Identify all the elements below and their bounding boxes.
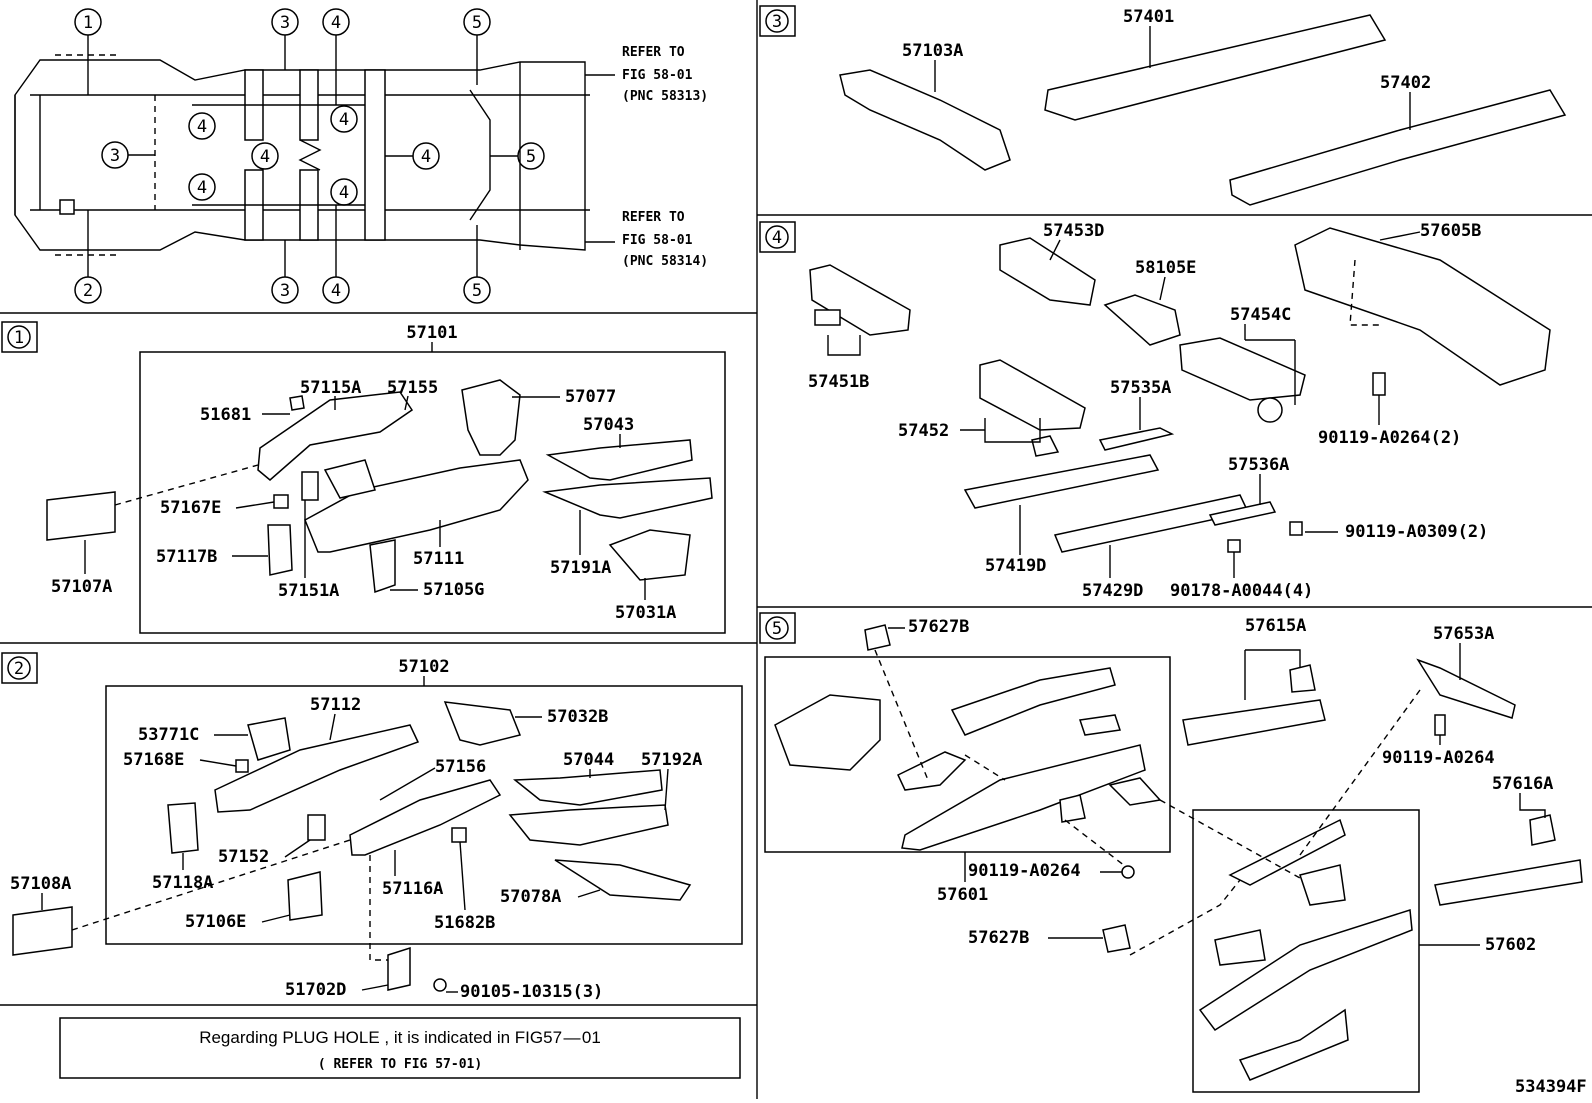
part-label: 57108A <box>10 874 71 894</box>
part-label: 57191A <box>550 558 611 578</box>
part-label: 57078A <box>500 887 561 907</box>
overview-markers: 1 2 3 3 3 4 4 4 4 4 4 4 4 5 5 5 <box>74 8 545 304</box>
marker-4-top: 4 <box>331 13 341 33</box>
overview-diagram <box>14 54 590 256</box>
refer-line-3: (PNC 58314) <box>622 254 708 269</box>
part-label: 57454C <box>1230 305 1291 325</box>
section-4: 4 57453D 57605B 58105E 57454C 57451B 575… <box>759 221 1551 601</box>
refer-line-1: REFER TO <box>622 210 685 225</box>
part-label: 57451B <box>808 372 869 392</box>
part-label: 57152 <box>218 847 269 867</box>
marker-3-bottom: 3 <box>280 281 290 301</box>
refer-line-3: (PNC 58313) <box>622 89 708 104</box>
part-label: 57103A <box>902 41 963 61</box>
note-line-1: Regarding PLUG HOLE , it is indicated in… <box>199 1028 601 1047</box>
part-label: 57111 <box>413 549 464 569</box>
part-label: 90119-A0264 <box>968 861 1081 881</box>
part-label: 57615A <box>1245 616 1306 636</box>
part-label: 57167E <box>160 498 221 518</box>
figure-id: 534394F <box>1515 1077 1587 1097</box>
part-label: 57118A <box>152 873 213 893</box>
part-label: 57653A <box>1433 624 1494 644</box>
marker-5-right: 5 <box>526 147 536 167</box>
marker-4-f: 4 <box>421 147 431 167</box>
part-label: 57151A <box>278 581 339 601</box>
refer-note-top: REFER TO FIG 58-01 (PNC 58313) <box>585 45 708 104</box>
part-label: 58105E <box>1135 258 1196 278</box>
part-label: 57616A <box>1492 774 1553 794</box>
part-label: 90178-A0044(4) <box>1170 581 1313 601</box>
part-label: 57117B <box>156 547 217 567</box>
part-label: 57115A <box>300 378 361 398</box>
part-label: 57105G <box>423 580 484 600</box>
marker-4-bottom: 4 <box>331 281 341 301</box>
part-label: 90119-A0264 <box>1382 748 1495 768</box>
part-label: 57168E <box>123 750 184 770</box>
marker-5-bottom: 5 <box>472 281 482 301</box>
marker-4-a: 4 <box>197 117 207 137</box>
section-3: 3 57401 57103A 57402 <box>759 5 1567 206</box>
refer-line-2: FIG 58-01 <box>622 233 693 248</box>
section-2: 2 57102 57112 57032B 53771C 57168E 57156… <box>1 652 743 1002</box>
part-label: 57536A <box>1228 455 1289 475</box>
part-label: 57453D <box>1043 221 1104 241</box>
part-label: 57429D <box>1082 581 1143 601</box>
part-label: 53771C <box>138 725 199 745</box>
section-5-number: 5 <box>772 619 782 639</box>
part-label: 57155 <box>387 378 438 398</box>
note-line-2: ( REFER TO FIG 57-01) <box>318 1057 482 1072</box>
refer-note-bottom: REFER TO FIG 58-01 (PNC 58314) <box>585 210 708 269</box>
marker-5-top: 5 <box>472 13 482 33</box>
part-label: 57601 <box>937 885 988 905</box>
part-label: 57402 <box>1380 73 1431 93</box>
marker-3-left: 3 <box>110 146 120 166</box>
part-label: 57032B <box>547 707 608 727</box>
marker-1-top: 1 <box>83 13 93 33</box>
part-label: 51702D <box>285 980 346 1000</box>
section-5: 5 57627B 57615A 57653A 90119-A0264 57616… <box>759 612 1583 1093</box>
group-label-57101: 57101 <box>406 323 457 343</box>
part-label: 57419D <box>985 556 1046 576</box>
marker-4-c: 4 <box>260 147 270 167</box>
section-4-number: 4 <box>772 228 782 248</box>
part-label: 57535A <box>1110 378 1171 398</box>
marker-4-b: 4 <box>197 178 207 198</box>
plug-hole-note: Regarding PLUG HOLE , it is indicated in… <box>59 1017 741 1079</box>
refer-line-2: FIG 58-01 <box>622 68 693 83</box>
part-label: 57112 <box>310 695 361 715</box>
section-1-number: 1 <box>14 328 24 348</box>
group-label-57102: 57102 <box>398 657 449 677</box>
part-label: 57605B <box>1420 221 1481 241</box>
refer-line-1: REFER TO <box>622 45 685 60</box>
part-label: 90105-10315(3) <box>460 982 603 1002</box>
marker-2-bottom: 2 <box>83 281 93 301</box>
part-label: 57192A <box>641 750 702 770</box>
marker-4-d: 4 <box>339 110 349 130</box>
part-label: 57043 <box>583 415 634 435</box>
part-label: 57106E <box>185 912 246 932</box>
part-label: 57116A <box>382 879 443 899</box>
section-1: 1 57101 57115A 57155 57077 51681 57043 5… <box>1 321 726 634</box>
section-3-number: 3 <box>772 12 782 32</box>
part-label: 57627B <box>968 928 1029 948</box>
part-label: 57044 <box>563 750 614 770</box>
part-label: 57401 <box>1123 7 1174 27</box>
part-label: 57031A <box>615 603 676 623</box>
marker-3-top: 3 <box>280 13 290 33</box>
part-label: 51682B <box>434 913 495 933</box>
part-label: 57452 <box>898 421 949 441</box>
part-label: 57602 <box>1485 935 1536 955</box>
part-label: 51681 <box>200 405 251 425</box>
part-label: 90119-A0309(2) <box>1345 522 1488 542</box>
section-2-number: 2 <box>14 659 24 679</box>
part-label: 90119-A0264(2) <box>1318 428 1461 448</box>
part-label: 57627B <box>908 617 969 637</box>
part-label: 57077 <box>565 387 616 407</box>
part-label: 57107A <box>51 577 112 597</box>
marker-4-e: 4 <box>339 183 349 203</box>
part-label: 57156 <box>435 757 486 777</box>
